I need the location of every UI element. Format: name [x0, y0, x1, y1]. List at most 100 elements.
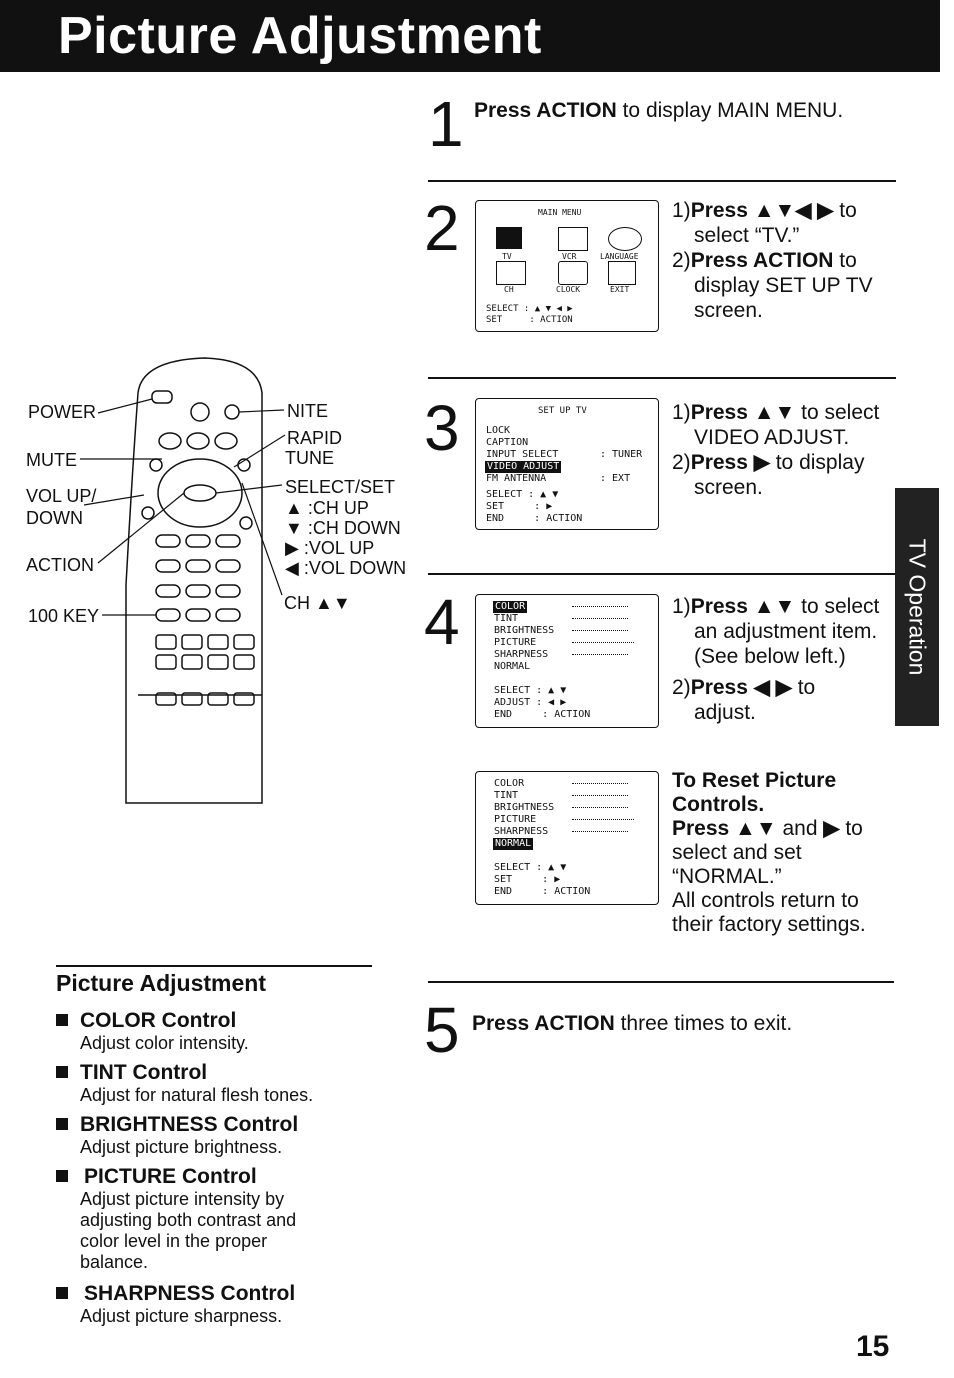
reset-item-brightness: BRIGHTNESS — [494, 802, 555, 813]
menu-select-hint: SELECT : ▲ ▼ — [494, 862, 567, 873]
leader-ch — [241, 482, 283, 596]
step-1-number: 1 — [428, 88, 464, 160]
bullet-icon — [56, 1287, 68, 1299]
menu-adjust-hint: ADJUST : ◀ ▶ — [494, 697, 567, 708]
menu-value-tuner: : TUNER — [600, 449, 643, 460]
nite-button — [224, 404, 240, 420]
main-menu-screen: MAIN MENU TV VCR LANGUAGE CH CLOCK EXIT … — [475, 200, 659, 332]
divider — [428, 573, 896, 575]
menu-set-hint: SET : ▶ — [494, 874, 561, 885]
label-vol-up-arrow: ▶ :VOL UP — [285, 538, 375, 558]
label-select-set: SELECT/SET — [285, 477, 396, 497]
label-rapid: RAPID — [287, 428, 343, 448]
icon-label-ch: CH — [504, 285, 514, 294]
leader-action — [97, 492, 185, 564]
label-vol-down: DOWN — [26, 508, 83, 528]
leader-rapid — [233, 434, 286, 468]
menu-value-ext: : EXT — [600, 473, 631, 484]
adjust-item-brightness: BRIGHTNESS — [494, 625, 555, 636]
menu-item-input-select: INPUT SELECT — [486, 449, 559, 460]
level-bar — [572, 783, 628, 784]
menu-set-hint: SET : ▶ — [486, 501, 553, 512]
icon-label-exit: EXIT — [610, 285, 630, 294]
vcr-icon — [558, 227, 588, 251]
bullet-icon — [56, 1170, 68, 1182]
menu-end-hint: END : ACTION — [486, 513, 583, 524]
icon-label-language: LANGUAGE — [600, 252, 639, 261]
divider — [56, 965, 372, 967]
label-ch-up: ▲ :CH UP — [285, 498, 369, 518]
adjust-item-color: COLOR — [493, 601, 528, 613]
100-key-button — [155, 608, 181, 622]
pic-adjust-color: COLOR Control Adjust color intensity. — [56, 1009, 249, 1054]
leader-vol — [83, 494, 145, 506]
language-icon — [608, 227, 642, 251]
pic-adjust-heading: Picture Adjustment — [56, 970, 267, 996]
level-bar — [572, 642, 634, 643]
label-action: ACTION — [26, 555, 95, 575]
level-bar — [572, 795, 628, 796]
level-bar — [572, 831, 628, 832]
menu-end-hint: END : ACTION — [494, 709, 591, 720]
level-bar — [572, 807, 628, 808]
reset-instructions: To Reset Picture Controls. Press ▲▼ and … — [672, 769, 866, 936]
menu-item-fm-antenna: FM ANTENNA — [486, 473, 547, 484]
label-ch-down: ▼ :CH DOWN — [285, 518, 401, 538]
reset-item-picture: PICTURE — [494, 814, 537, 825]
page-title: Picture Adjustment — [58, 7, 542, 65]
reset-menu-screen: COLOR TINT BRIGHTNESS PICTURE SHARPNESS … — [475, 771, 659, 905]
side-tab-label: TV Operation — [904, 538, 931, 676]
step-4-number: 4 — [424, 586, 460, 658]
remote-diagram — [80, 357, 286, 804]
label-ch-arrows: CH ▲▼ — [284, 593, 351, 613]
bullet-icon — [56, 1066, 68, 1078]
label-100-key: 100 KEY — [28, 606, 100, 626]
menu-select-hint: SELECT : ▲ ▼ — [486, 489, 559, 500]
step-5-text: Press ACTION three times to exit. — [472, 1012, 793, 1035]
menu-select-hint: SELECT : ▲ ▼ ◀ ▶ — [486, 304, 573, 314]
label-mute: MUTE — [26, 450, 77, 470]
main-menu-title: MAIN MENU — [538, 208, 582, 217]
setup-menu-title: SET UP TV — [538, 406, 587, 416]
exit-icon — [608, 261, 636, 285]
level-bar — [572, 618, 628, 619]
adjust-item-normal: NORMAL — [494, 661, 531, 672]
menu-item-video-adjust: VIDEO ADJUST — [485, 461, 562, 473]
adjust-menu-screen: COLOR TINT BRIGHTNESS PICTURE SHARPNESS … — [475, 594, 659, 728]
reset-item-tint: TINT — [494, 790, 519, 801]
bullet-icon — [56, 1014, 68, 1026]
step-2-number: 2 — [424, 192, 460, 264]
icon-label-tv: TV — [502, 252, 512, 261]
eject-button — [190, 402, 210, 422]
menu-item-caption: CAPTION — [486, 437, 529, 448]
pic-adjust-sharpness: SHARPNESS Control Adjust picture sharpne… — [56, 1282, 295, 1327]
remote-body — [125, 357, 263, 804]
level-bar — [572, 630, 628, 631]
reset-item-normal: NORMAL — [493, 838, 534, 850]
label-tune: TUNE — [285, 448, 334, 468]
adjust-item-tint: TINT — [494, 613, 519, 624]
step-3-number: 3 — [424, 392, 460, 464]
pic-adjust-picture: PICTURE Control Adjust picture intensity… — [56, 1165, 296, 1273]
level-bar — [572, 819, 634, 820]
menu-item-lock: LOCK — [486, 425, 511, 436]
leader-nite — [238, 409, 285, 413]
adjust-item-sharpness: SHARPNESS — [494, 649, 549, 660]
clock-icon — [558, 261, 588, 285]
divider — [428, 981, 894, 983]
label-vol-up: VOL UP/ — [26, 486, 97, 506]
title-bar: Picture Adjustment — [0, 0, 940, 72]
icon-label-vcr: VCR — [562, 252, 577, 261]
side-tab: TV Operation — [895, 488, 939, 726]
select-ring — [157, 458, 243, 528]
menu-end-hint: END : ACTION — [494, 886, 591, 897]
menu-set-hint: SET : ACTION — [486, 315, 573, 325]
ch-icon — [496, 261, 526, 285]
step-3-text: 1)Press ▲▼ to select VIDEO ADJUST. 2)Pre… — [672, 401, 880, 499]
icon-label-clock: CLOCK — [556, 285, 581, 294]
menu-select-hint: SELECT : ▲ ▼ — [494, 685, 567, 696]
step-2-text: 1)Press ▲▼◀ ▶ to select “TV.” 2)Press AC… — [672, 199, 873, 322]
page-number: 15 — [856, 1330, 890, 1363]
reset-item-sharpness: SHARPNESS — [494, 826, 549, 837]
level-bar — [572, 654, 628, 655]
